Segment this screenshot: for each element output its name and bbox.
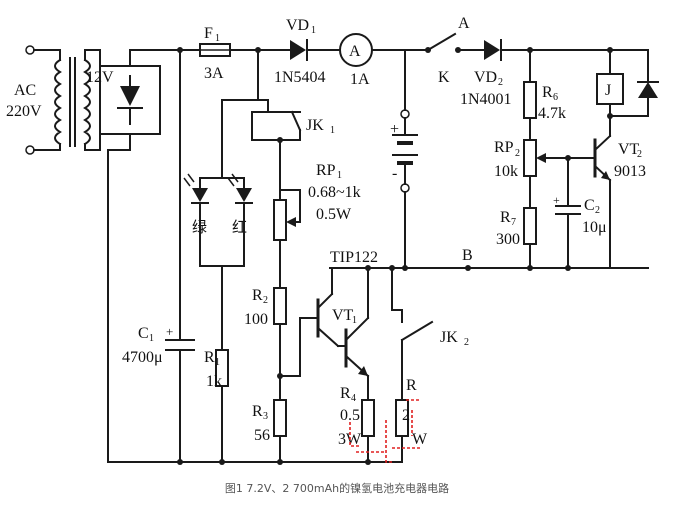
r3-sub: 3: [263, 411, 268, 422]
r2-label: R: [252, 287, 263, 304]
r6-sub: 6: [553, 92, 558, 103]
r2-sub: 2: [263, 295, 268, 306]
transistor-vt2: VT 2 9013: [593, 103, 646, 269]
r2-value: 100: [244, 311, 268, 328]
switch-k: A K: [425, 15, 470, 86]
rp1-power: 0.5W: [316, 206, 352, 223]
rp2-sub: 2: [515, 148, 520, 159]
led-red: 红: [227, 173, 253, 236]
diode-vd1: VD 1 1N5404: [274, 17, 326, 86]
potentiometer-rp2: RP 2 10k: [494, 139, 596, 180]
c2-value: 10μ: [582, 219, 607, 236]
vt2-sub: 2: [637, 149, 642, 160]
f1-label: F: [204, 25, 213, 42]
resistor-r6: R 6 4.7k: [523, 81, 566, 122]
resistor-r5: R 2 W: [395, 377, 428, 448]
vd2-part: 1N4001: [460, 91, 512, 108]
r5-label: R: [406, 377, 417, 394]
r7-sub: 7: [511, 217, 516, 228]
tip122-label: TIP122: [330, 249, 378, 266]
ac-voltage-label: 220V: [6, 103, 42, 120]
flyback-diode: [637, 81, 659, 98]
vd2-sub: 2: [498, 77, 503, 88]
r7-label: R: [500, 209, 511, 226]
figure-caption: 图1 7.2V、2 700mAh的镍氢电池充电器电路: [224, 482, 450, 495]
vd2-label: VD: [474, 69, 497, 86]
jk2-sub: 2: [464, 337, 469, 348]
jk2-label: JK: [440, 329, 458, 346]
relay-contact-jk2: JK 2: [400, 309, 469, 377]
jk1-sub: 1: [330, 125, 335, 136]
battery: + -: [390, 117, 418, 185]
vd1-part: 1N5404: [274, 69, 326, 86]
vt1-label: VT: [332, 307, 354, 324]
relay-coil-j: J: [596, 73, 624, 105]
point-b-label: B: [462, 247, 473, 264]
r1-label: R: [204, 349, 215, 366]
led-green: 绿: [183, 173, 209, 236]
switch-k-label: K: [438, 69, 450, 86]
relay-contact-jk1: JK 1: [251, 99, 335, 141]
ac-label: AC: [14, 82, 36, 99]
potentiometer-rp1: RP 1 0.68~1k 0.5W: [273, 162, 361, 241]
vt2-label: VT: [618, 141, 640, 158]
rp2-value: 10k: [494, 163, 518, 180]
capacitor-c1: + C 1 4700μ: [122, 324, 195, 366]
f1-value: 3A: [204, 65, 224, 82]
r1-value: 1k: [206, 373, 222, 390]
capacitor-c2: + C 2 10μ: [553, 193, 607, 236]
r5-value: 2: [402, 407, 410, 424]
r6-value: 4.7k: [538, 105, 566, 122]
jk1-label: JK: [306, 117, 324, 134]
resistor-r7: R 7 300: [496, 207, 537, 248]
rp1-value: 0.68~1k: [308, 184, 361, 201]
c1-plus: +: [166, 324, 173, 339]
resistor-r1: R 1 1k: [204, 349, 229, 390]
r1-sub: 1: [215, 357, 220, 368]
r4-value: 0.5: [340, 407, 360, 424]
rp1-label: RP: [316, 162, 336, 179]
c2-plus: +: [553, 193, 560, 207]
r4-sub: 4: [351, 393, 356, 404]
ammeter-symbol: A: [349, 43, 361, 60]
r7-value: 300: [496, 231, 520, 248]
transistor-vt1: VT 1: [316, 267, 370, 378]
rp2-label: RP: [494, 139, 514, 156]
vt1-sub: 1: [352, 315, 357, 326]
r4-label: R: [340, 385, 351, 402]
c1-value: 4700μ: [122, 349, 163, 366]
ammeter: A 1A: [339, 33, 373, 88]
relay-j-label: J: [605, 82, 611, 99]
c2-label: C: [584, 197, 595, 214]
r3-value: 56: [254, 427, 270, 444]
ammeter-value: 1A: [350, 71, 370, 88]
vt2-part: 9013: [614, 163, 646, 180]
battery-plus: +: [390, 121, 399, 138]
f1-sub: 1: [215, 33, 220, 44]
c1-sub: 1: [149, 333, 154, 344]
resistor-r2: R 2 100: [244, 287, 287, 328]
r3-label: R: [252, 403, 263, 420]
r6-label: R: [542, 84, 553, 101]
c1-label: C: [138, 325, 149, 342]
ac-input-terminals: AC 220V: [6, 45, 61, 155]
rp1-sub: 1: [337, 170, 342, 181]
point-a-label: A: [458, 15, 470, 32]
red-annotation-marks: [349, 399, 420, 463]
battery-minus: -: [392, 165, 397, 182]
fuse-f1: F 1 3A: [199, 25, 231, 82]
r5-power: W: [412, 431, 428, 448]
vd1-label: VD: [286, 17, 309, 34]
vd1-sub: 1: [311, 25, 316, 36]
c2-sub: 2: [595, 205, 600, 216]
